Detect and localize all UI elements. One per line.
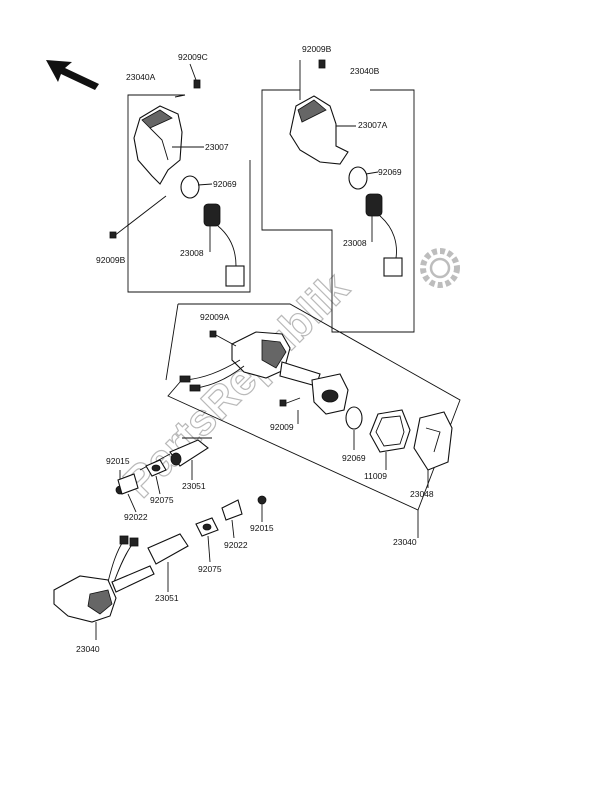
label-23007A: 23007A xyxy=(358,120,388,130)
gasket-11009 xyxy=(369,409,411,453)
lens-23048 xyxy=(413,411,453,471)
mount-hardware xyxy=(115,439,267,592)
gear-logo-icon xyxy=(420,248,460,288)
label-23051-bottom: 23051 xyxy=(155,593,179,603)
screw-92009B-left xyxy=(109,231,117,239)
screw-92009A xyxy=(209,330,217,338)
label-92009B-left: 92009B xyxy=(96,255,126,265)
bulb-center xyxy=(345,406,363,430)
label-23051-center: 23051 xyxy=(182,481,206,491)
label-92022-left: 92022 xyxy=(124,512,148,522)
label-92022-right: 92022 xyxy=(224,540,248,550)
label-11009: 11009 xyxy=(364,471,387,481)
connector-left xyxy=(225,265,245,287)
bulb-right xyxy=(348,166,368,190)
screw-92009C xyxy=(193,79,201,89)
assembly-23040B xyxy=(261,59,415,333)
label-92015-left: 92015 xyxy=(106,456,130,466)
plate-92022-right xyxy=(221,499,243,521)
label-92069-right: 92069 xyxy=(378,167,402,177)
label-92009: 92009 xyxy=(270,422,294,432)
turn-signal-bottom xyxy=(53,535,155,640)
lens-housing-left xyxy=(133,105,183,185)
label-92075-left: 92075 xyxy=(150,495,174,505)
assembly-23040-center xyxy=(139,303,461,538)
label-92069-center: 92069 xyxy=(342,453,366,463)
screw-92009 xyxy=(279,399,287,407)
socket-left xyxy=(203,203,221,227)
label-23008-right: 23008 xyxy=(343,238,367,248)
label-23040-bottom: 23040 xyxy=(76,644,100,654)
label-23040B: 23040B xyxy=(350,66,380,76)
label-23040-center: 23040 xyxy=(393,537,417,547)
socket-right xyxy=(365,193,383,217)
label-92075-bottom: 92075 xyxy=(198,564,222,574)
label-92069-left: 92069 xyxy=(213,179,237,189)
label-92015-right: 92015 xyxy=(250,523,274,533)
direction-arrow-icon xyxy=(46,60,99,90)
sleeve-23051-bottom xyxy=(147,533,189,565)
bulb-left xyxy=(180,175,200,199)
screw-92009B-right xyxy=(318,59,326,69)
label-92009A: 92009A xyxy=(200,312,230,322)
label-23008-left: 23008 xyxy=(180,248,204,258)
label-23007-left: 23007 xyxy=(205,142,229,152)
plate-92022-left xyxy=(117,473,139,495)
label-23040A: 23040A xyxy=(126,72,156,82)
label-92009B-right: 92009B xyxy=(302,44,332,54)
nut-92015-right xyxy=(257,495,267,505)
assembly-23040A xyxy=(109,63,251,293)
connector-right xyxy=(383,257,403,277)
label-92009C: 92009C xyxy=(178,52,208,62)
label-23048: 23048 xyxy=(410,489,434,499)
